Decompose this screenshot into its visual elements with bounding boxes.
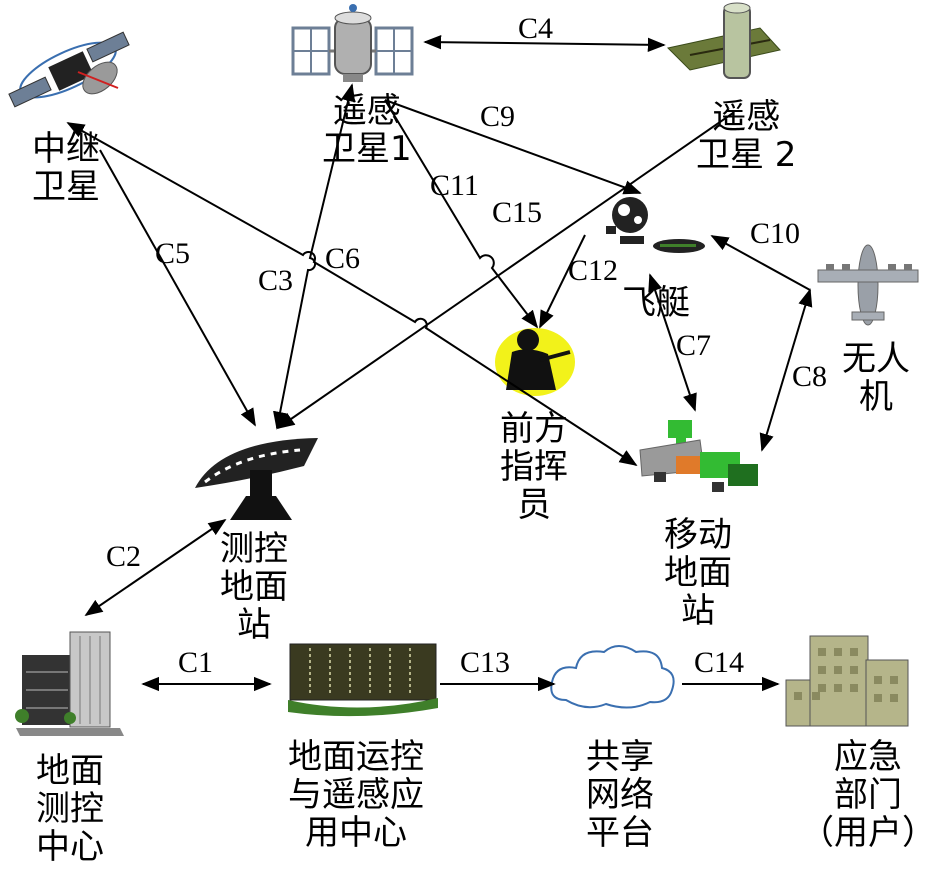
label-line: 应急 — [834, 737, 902, 777]
edge-c12 — [539, 234, 586, 329]
label-line: 遥感 — [332, 91, 401, 131]
edge-label-c14: C14 — [694, 646, 744, 679]
node-label-emergency-dept: 应急 部门 （用户） — [800, 738, 934, 852]
edge-c5 — [99, 149, 256, 427]
label-line: 员 — [517, 485, 551, 525]
satellite-1-icon — [291, 4, 414, 82]
label-line: 站 — [237, 605, 271, 645]
label-line: （用户） — [800, 813, 934, 853]
label-line: 网络 — [586, 775, 654, 815]
relay-satellite-icon — [8, 31, 130, 108]
label-line: 与遥感应 — [288, 775, 424, 815]
office-building-icon — [785, 635, 909, 727]
node-label-relay-satellite: 中继 卫星 — [32, 130, 100, 206]
building-icon — [15, 631, 124, 736]
label-line: 移动 — [664, 515, 732, 555]
edge-c6 — [66, 122, 638, 466]
edge-c4 — [423, 35, 666, 52]
edge-label-c8: C8 — [792, 360, 827, 393]
soldier-icon — [495, 328, 575, 396]
edge-label-c15: C15 — [492, 196, 542, 229]
label-line: 中心 — [36, 827, 104, 867]
label-line: 无人 — [842, 339, 910, 379]
edge-c15 — [276, 112, 734, 430]
edge-label-c4: C4 — [518, 12, 553, 45]
label-line: 测控 — [36, 789, 104, 829]
node-label-uav: 无人 机 — [842, 340, 910, 416]
label-line: 地面 — [220, 567, 288, 607]
edge-label-c13: C13 — [460, 646, 510, 679]
label-line: 地面运控 — [288, 737, 424, 777]
edge-c8 — [759, 288, 813, 452]
edge-label-c3: C3 — [258, 264, 293, 297]
node-label-ops-center: 地面运控 与遥感应 用中心 — [288, 738, 424, 852]
label-line: 机 — [859, 377, 893, 417]
label-line: 指挥 — [500, 447, 568, 487]
label-line: 飞艇 — [622, 283, 690, 323]
label-line: 站 — [681, 591, 715, 631]
node-label-front-commander: 前方 指挥 员 — [500, 410, 568, 524]
edge-label-c6: C6 — [325, 242, 360, 275]
node-label-shared-network: 共享 网络 平台 — [586, 738, 654, 852]
airship-icon — [606, 197, 705, 253]
dish-antenna-icon — [195, 438, 318, 520]
node-label-rs-satellite-2: 遥感 卫星 2 — [696, 98, 796, 174]
cloud-icon — [550, 645, 675, 709]
node-label-mobile-ground-station: 移动 地面 站 — [664, 516, 732, 630]
node-label-airship: 飞艇 — [622, 284, 690, 322]
edge-label-c7: C7 — [676, 329, 711, 362]
satellite-2-icon — [666, 2, 781, 79]
label-line: 遥感 — [712, 97, 781, 137]
label-line: 地面 — [664, 553, 732, 593]
edge-c9 — [384, 99, 642, 195]
label-line: 部门 — [834, 775, 902, 815]
label-line: 卫星 — [32, 167, 100, 207]
edge-c11 — [384, 99, 539, 329]
label-line: 平台 — [586, 813, 654, 853]
label-line: 共享 — [586, 737, 654, 777]
node-label-ground-tt-center: 地面 测控 中心 — [36, 752, 104, 866]
edge-label-c10: C10 — [750, 217, 800, 250]
label-line: 中继 — [32, 129, 100, 169]
label-line: 地面 — [36, 751, 104, 791]
edge-c7 — [648, 273, 697, 412]
edge-label-c11: C11 — [430, 169, 479, 202]
edge-label-c2: C2 — [106, 540, 141, 573]
label-line: 前方 — [500, 409, 568, 449]
label-line: 卫星1 — [322, 129, 412, 169]
data-center-icon — [288, 643, 438, 717]
uav-icon — [817, 244, 919, 326]
label-line: 用中心 — [305, 813, 407, 853]
node-label-tt-ground-station: 测控 地面 站 — [220, 530, 288, 644]
edge-c10 — [710, 235, 811, 291]
label-line: 测控 — [220, 529, 288, 569]
edge-c2 — [84, 518, 227, 617]
edge-label-c5: C5 — [155, 237, 190, 270]
edge-label-c9: C9 — [480, 100, 515, 133]
label-line: 卫星 2 — [696, 135, 797, 175]
edge-label-c12: C12 — [568, 254, 618, 287]
mobile-vehicle-icon — [639, 420, 758, 492]
node-label-rs-satellite-1: 遥感 卫星1 — [322, 92, 412, 168]
edge-label-c1: C1 — [178, 646, 213, 679]
